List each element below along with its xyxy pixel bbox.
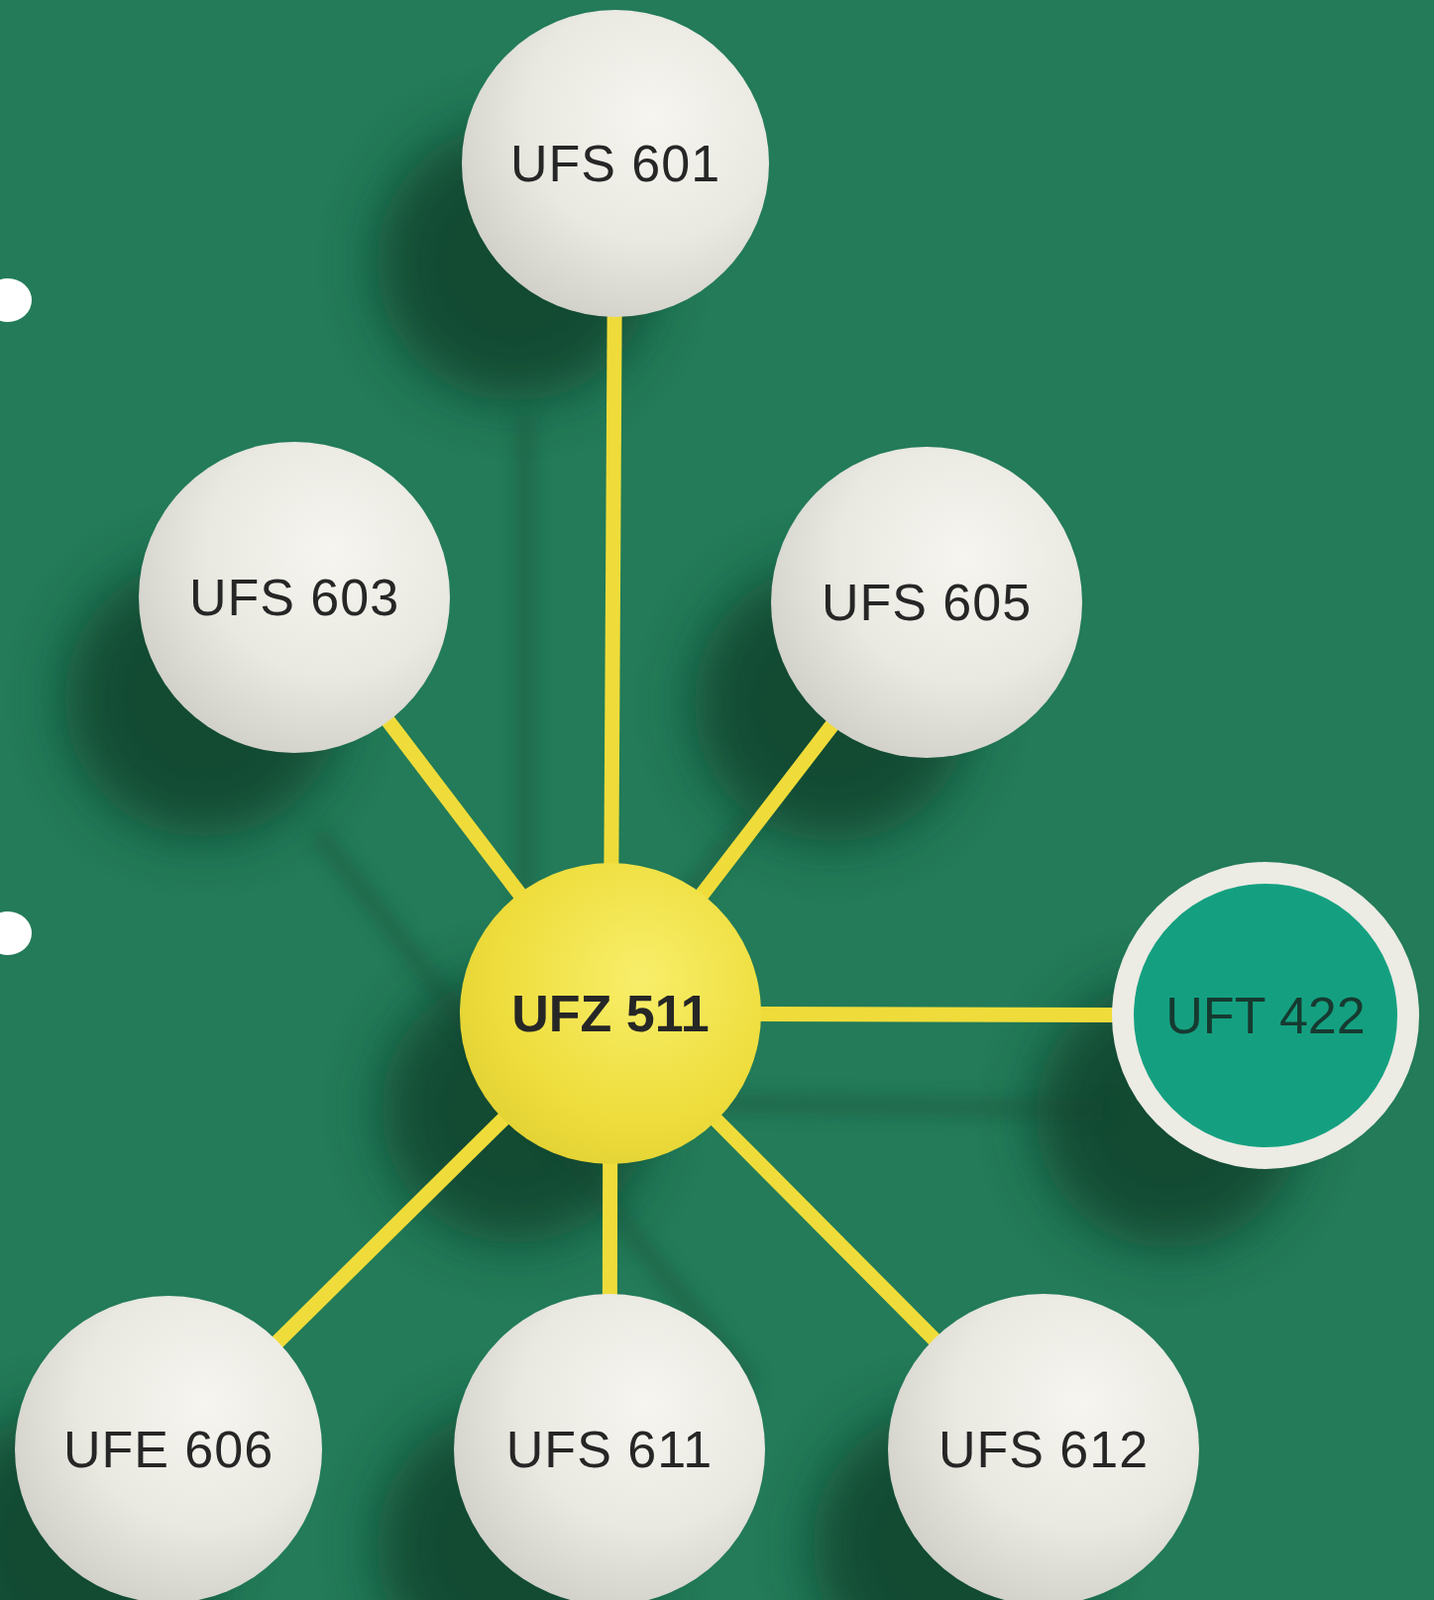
node-label: UFS 612 xyxy=(938,1420,1149,1480)
connector-rod xyxy=(759,1013,1114,1015)
sphere-node: UFS 603 xyxy=(138,441,450,754)
node-label: UFT 422 xyxy=(1165,986,1365,1046)
node-label: UFS 611 xyxy=(506,1420,713,1480)
connector-rod xyxy=(387,719,522,895)
node-label: UFS 605 xyxy=(821,572,1032,633)
node-label: UFE 606 xyxy=(63,1420,274,1480)
ringed-circle: UFT 422 xyxy=(1111,862,1420,1170)
binder-hole xyxy=(0,911,32,956)
sphere-node: UFE 606 xyxy=(14,1296,323,1600)
sphere-node: UFS 601 xyxy=(461,9,770,318)
node-label: UFS 603 xyxy=(189,567,400,628)
connector-rod xyxy=(602,1162,618,1297)
connector-rod xyxy=(715,1118,936,1341)
hub-sphere: UFZ 511 xyxy=(459,863,762,1165)
sphere-shadows xyxy=(0,123,1304,1600)
sphere-node: UFS 611 xyxy=(453,1294,766,1600)
node-label: UFZ 511 xyxy=(511,984,709,1044)
binder-hole xyxy=(0,278,32,323)
connector-rod xyxy=(276,1117,505,1343)
sphere-node: UFS 605 xyxy=(771,446,1083,759)
connector-rod xyxy=(700,724,833,896)
node-label: UFS 601 xyxy=(510,133,721,194)
connector-rod xyxy=(611,315,615,866)
sphere-node: UFS 612 xyxy=(887,1294,1200,1600)
